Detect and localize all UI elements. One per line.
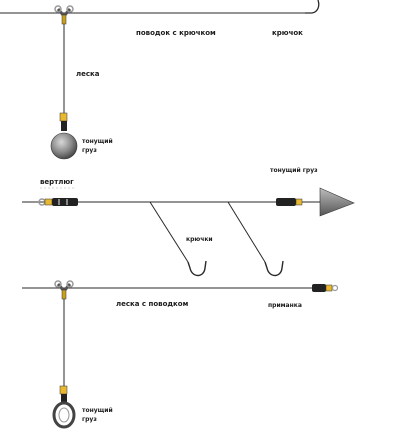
sinker-swivel-1 — [59, 112, 68, 131]
sinker-label-1b: груз — [82, 147, 97, 154]
rig-diagram-2: вертлюг тонущий груз крючки — [22, 167, 355, 277]
sinker-label-3a: тонущий — [82, 407, 113, 414]
dropper-hook-2a — [149, 201, 207, 277]
rig-diagram-1: поводок с крючком крючок леска тонущий г… — [0, 0, 320, 160]
swivel-2-right — [276, 198, 303, 206]
line-leader-label: леска с поводком — [116, 300, 189, 308]
sinker-label-1a: тонущий — [82, 138, 113, 145]
cone-sinker-2 — [319, 187, 355, 217]
hook-1 — [305, 0, 320, 14]
hooks-label: крючки — [186, 236, 213, 243]
bait-swivel-3 — [312, 284, 339, 292]
sinker-label-2: тонущий груз — [270, 167, 318, 174]
swivel-label: вертлюг — [40, 178, 74, 186]
dropper-hook-2b — [227, 201, 284, 277]
swivel-2-left — [38, 198, 78, 206]
line-label: леска — [76, 70, 100, 78]
bait-label: приманка — [268, 302, 302, 309]
leader-label: поводок с крючком — [136, 29, 216, 37]
rig-diagram-3: леска с поводком приманка тонущий груз — [22, 280, 339, 429]
sinker-swivel-3 — [59, 385, 68, 403]
ball-sinker-1 — [50, 132, 78, 160]
triple-swivel-1 — [54, 5, 74, 25]
sinker-label-3b: груз — [82, 416, 97, 423]
triple-swivel-3 — [54, 280, 74, 300]
hook-label: крючок — [272, 29, 303, 37]
